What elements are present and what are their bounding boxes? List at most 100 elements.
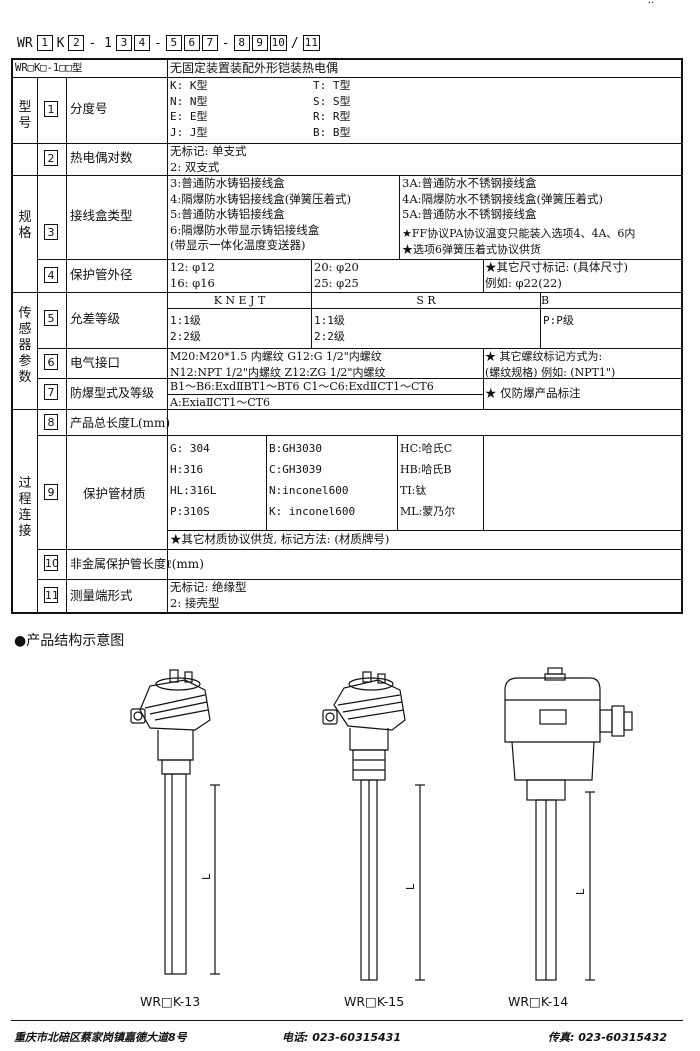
row9-col1-line: H:316 bbox=[170, 463, 204, 476]
spec-table: WR□K□-1□□型 无固定装置装配外形铠装热电偶 型号 规格 传感器参数 过程… bbox=[11, 58, 683, 614]
row3-note-line: ★FF协议PA协议温变只能装入选项4、4A、6内 bbox=[402, 227, 636, 240]
row-label-10: 非金属保护管长度ℓ(mm) bbox=[70, 557, 204, 571]
row11-line: 2: 接壳型 bbox=[170, 595, 220, 610]
row9-col2-line: B:GH3030 bbox=[269, 442, 322, 455]
row5-col2-line: 2:2级 bbox=[314, 329, 345, 343]
code-box-11: 11 bbox=[302, 35, 320, 51]
row9-col3-line: HC:哈氏C bbox=[400, 442, 453, 455]
group-process: 过程连接 bbox=[18, 476, 32, 539]
row4-col1-line: 16: φ16 bbox=[170, 275, 215, 290]
row1-left-line: E: E型 bbox=[170, 110, 208, 123]
code-box-9: 9 bbox=[251, 35, 268, 51]
diagram-wrk15 bbox=[322, 671, 425, 981]
section-title: ●产品结构示意图 bbox=[14, 633, 125, 649]
corner-mark: ·· bbox=[647, 0, 654, 9]
row6-line: M20:M20*1.5 内螺纹 G12:G 1/2"内螺纹 bbox=[170, 350, 382, 363]
code-box-1: 1 bbox=[36, 35, 53, 51]
row-num-2: 2 bbox=[44, 150, 58, 166]
row-num-7: 7 bbox=[44, 384, 58, 400]
row6-note: ★ 其它螺纹标记方式为: (螺纹规格) 例如: (NPT1") bbox=[485, 349, 681, 379]
footer-phone: 电话: 023-60315431 bbox=[282, 1031, 401, 1044]
code-sep: - bbox=[221, 35, 230, 51]
row-num-3: 3 bbox=[44, 224, 58, 240]
group-type: 型号 bbox=[18, 100, 32, 131]
row3-note-line: ★选项6弹簧压着式协议供货 bbox=[402, 242, 541, 256]
row4-col2-line: 20: φ20 bbox=[314, 260, 359, 274]
row4-note-line: ★其它尺寸标记: (具体尺寸) bbox=[485, 260, 629, 274]
row-num-10: 10 bbox=[44, 555, 59, 571]
row2-line: 2: 双支式 bbox=[170, 159, 220, 174]
row6-line: N12:NPT 1/2"内螺纹 Z12:ZG 1/2"内螺纹 bbox=[170, 365, 386, 379]
row7-line: B1～B6:ExdⅡBT1～BT6 C1～C6:ExdⅡCT1～CT6 bbox=[170, 380, 434, 393]
row9-col3-line: ML:蒙乃尔 bbox=[400, 505, 456, 518]
row5-col2-line: 1:1级 bbox=[314, 314, 345, 327]
code-sep: - bbox=[153, 35, 162, 51]
code-box-8: 8 bbox=[233, 35, 250, 51]
row-num-11: 11 bbox=[44, 587, 59, 603]
code-box-10: 10 bbox=[269, 35, 287, 51]
row5-head-3: B bbox=[541, 294, 550, 307]
row5-col3: P:P级 bbox=[543, 313, 673, 347]
row-label-2: 热电偶对数 bbox=[70, 150, 133, 165]
row3-right-line: 3A:普通防水不锈钢接线盒 bbox=[402, 176, 537, 190]
header-title: 无固定装置装配外形铠装热电偶 bbox=[170, 61, 339, 75]
group-sensor: 传感器参数 bbox=[18, 306, 32, 385]
row5-col1-line: 2:2级 bbox=[170, 329, 201, 343]
row3-note: ★FF协议PA协议温变只能装入选项4、4A、6内 ★选项6弹簧压着式协议供货 bbox=[402, 226, 680, 258]
row9-col3: HC:哈氏C HB:哈氏B TI:钛 ML:蒙乃尔 bbox=[400, 438, 485, 524]
row9-col2-line: C:GH3039 bbox=[269, 463, 322, 476]
row4-col1-line: 12: φ12 bbox=[170, 260, 215, 274]
diagram-wrk13-dim: L bbox=[200, 873, 213, 880]
row-num-6: 6 bbox=[44, 354, 58, 370]
row3-right-line: 4A:隔爆防水不锈钢接线盒(弹簧压着式) bbox=[402, 191, 603, 206]
caption-wrk13: WR□K-13 bbox=[140, 994, 201, 1009]
code-box-6: 6 bbox=[183, 35, 200, 51]
footer-fax: 传真: 023-60315432 bbox=[548, 1031, 667, 1044]
row1-right-line: S: S型 bbox=[313, 94, 351, 108]
row3-right-line: 5A:普通防水不锈钢接线盒 bbox=[402, 207, 537, 221]
row1-right-line: B: B型 bbox=[313, 125, 351, 139]
group-spec: 规格 bbox=[18, 210, 32, 241]
model-code-prefix: WR bbox=[17, 35, 33, 51]
row9-col3-line: TI:钛 bbox=[400, 484, 427, 497]
footer-address: 重庆市北碚区蔡家岗镇嘉德大道8号 bbox=[14, 1031, 187, 1044]
row-label-7: 防爆型式及等级 bbox=[70, 386, 155, 400]
row1-left-line: K: K型 bbox=[170, 79, 208, 92]
row3-left-line: 3:普通防水铸铝接线盒 bbox=[170, 176, 285, 190]
row-label-11: 测量端形式 bbox=[70, 588, 133, 603]
row5-col3-line: P:P级 bbox=[543, 314, 574, 327]
footer-rule bbox=[11, 1020, 683, 1021]
row7-line: A:ExiaⅡCT1～CT6 bbox=[170, 395, 270, 409]
row6-note-line: (螺纹规格) 例如: (NPT1") bbox=[485, 365, 616, 379]
row-label-1: 分度号 bbox=[70, 101, 108, 116]
row9-col3-line: HB:哈氏B bbox=[400, 463, 452, 476]
row9-col1-line: HL:316L bbox=[170, 484, 217, 497]
code-box-5: 5 bbox=[165, 35, 182, 51]
diagram-wrk13 bbox=[130, 669, 220, 975]
row9-col2-line: K: inconel600 bbox=[269, 505, 356, 518]
row3-left-line: (带显示一体化温度变送器) bbox=[170, 238, 306, 252]
code-box-4: 4 bbox=[133, 35, 150, 51]
row-num-5: 5 bbox=[44, 310, 58, 326]
row-label-4: 保护管外径 bbox=[70, 267, 133, 282]
diagram-wrk14 bbox=[504, 667, 633, 981]
row1-left-line: J: J型 bbox=[170, 125, 208, 139]
row-num-8: 8 bbox=[44, 414, 58, 430]
row6-lines: M20:M20*1.5 内螺纹 G12:G 1/2"内螺纹 N12:NPT 1/2… bbox=[170, 349, 482, 379]
caption-wrk15: WR□K-15 bbox=[344, 994, 405, 1009]
row3-left-line: 6:隔爆防水带显示铸铝接线盒 bbox=[170, 222, 320, 237]
row11-line: 无标记: 绝缘型 bbox=[170, 580, 247, 594]
product-diagrams: L L L bbox=[130, 667, 633, 981]
row9-col1-line: P:310S bbox=[170, 505, 210, 518]
row-num-9: 9 bbox=[44, 484, 58, 500]
diagram-wrk14-dim: L bbox=[574, 888, 587, 895]
row6-note-line: ★ 其它螺纹标记方式为: bbox=[485, 350, 603, 363]
